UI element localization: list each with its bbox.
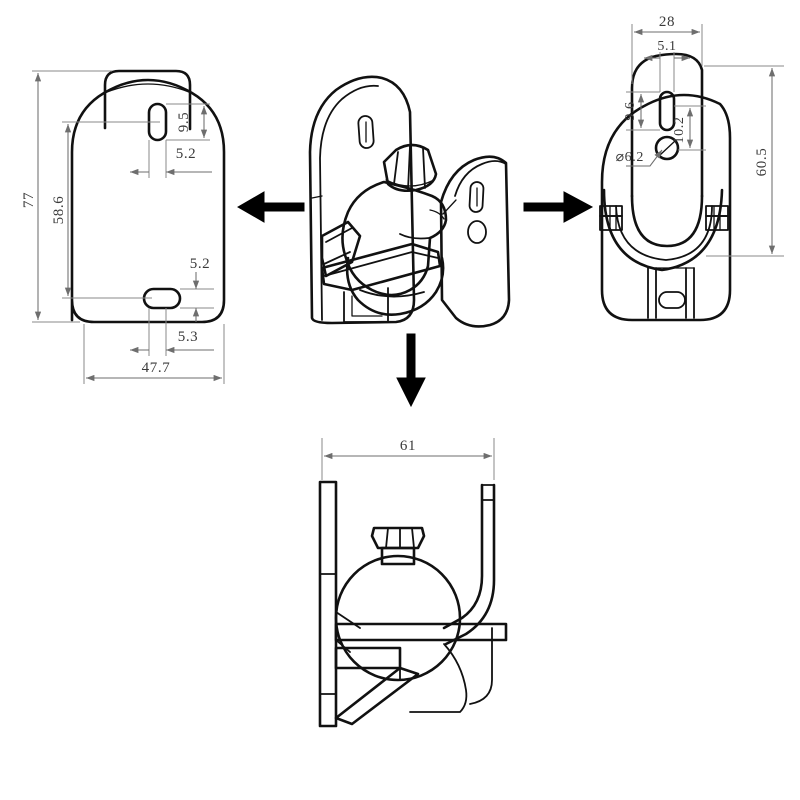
dim-rear-slot-to-hole: 10.2 bbox=[672, 105, 706, 151]
side-hook-arm bbox=[442, 483, 496, 646]
iso-bracket-arm-edge bbox=[323, 227, 353, 265]
arrow-to-side-icon bbox=[396, 333, 426, 408]
dim-front-slot-bot-height: 5.2 bbox=[180, 256, 214, 322]
iso-ball-cap bbox=[382, 143, 438, 193]
dim-label-77: 77 bbox=[21, 192, 37, 208]
dim-rear-height-overall: 60.5 bbox=[704, 65, 784, 257]
side-back-plate bbox=[469, 627, 493, 705]
dim-label-5-2-bottom: 5.2 bbox=[190, 256, 211, 272]
side-skirt bbox=[409, 643, 468, 713]
arrow-to-front-icon bbox=[236, 191, 305, 223]
side-lower-wedge bbox=[334, 666, 420, 726]
iso-speaker-plate-slot bbox=[468, 181, 485, 213]
iso-wall-plate-edge-lower bbox=[311, 195, 323, 199]
iso-bracket-arm bbox=[320, 220, 362, 278]
arrow-to-rear-icon bbox=[523, 191, 594, 223]
iso-lower-frame bbox=[343, 287, 389, 323]
dim-label-5-1: 5.1 bbox=[657, 39, 676, 54]
iso-speaker-plate bbox=[439, 155, 511, 328]
iso-ball-neck bbox=[429, 209, 445, 220]
iso-wall-plate-edge bbox=[319, 84, 379, 321]
dim-label-10-2: 10.2 bbox=[672, 117, 687, 144]
iso-bracket-bar-edge bbox=[323, 251, 439, 277]
rear-plate-hole bbox=[654, 135, 680, 161]
iso-lower-frame-inner bbox=[351, 295, 383, 317]
dim-rear-slot-height: 9.6 bbox=[623, 91, 660, 131]
dim-label-9-5: 9.5 bbox=[176, 112, 192, 133]
iso-ball-lower-edge bbox=[359, 289, 425, 298]
side-ball bbox=[334, 554, 462, 682]
dim-label-5-3: 5.3 bbox=[178, 329, 199, 345]
isometric-view bbox=[308, 75, 511, 328]
dim-front-slot-top-width: 5.2 bbox=[130, 140, 212, 178]
iso-bracket-bar bbox=[320, 242, 442, 292]
dim-label-5-2-top: 5.2 bbox=[176, 146, 197, 162]
rear-clamp-right bbox=[705, 205, 729, 231]
dim-label-58-6: 58.6 bbox=[51, 196, 67, 225]
iso-plate-slot bbox=[357, 115, 375, 149]
rear-clamp-left bbox=[599, 205, 623, 231]
iso-ball-body bbox=[341, 180, 448, 297]
dim-label-61: 61 bbox=[400, 438, 416, 454]
iso-ball-body-crease bbox=[399, 233, 430, 240]
dim-rear-plate-width: 28 bbox=[631, 14, 703, 84]
dim-side-depth-overall: 61 bbox=[321, 438, 495, 480]
front-top-tab bbox=[103, 69, 192, 131]
dim-label-28: 28 bbox=[659, 14, 675, 30]
rear-mount-plate bbox=[630, 52, 704, 198]
iso-ball-cap-ribs bbox=[393, 145, 426, 191]
iso-ball-cap-base bbox=[385, 179, 435, 187]
dim-label-60-5: 60.5 bbox=[754, 148, 770, 177]
dim-front-height-body: 58.6 bbox=[51, 121, 160, 299]
iso-speaker-plate-hole bbox=[467, 220, 487, 244]
dim-label-9-6: 9.6 bbox=[623, 101, 638, 120]
iso-speaker-plate-edge bbox=[454, 160, 507, 197]
side-ball-cap bbox=[370, 526, 426, 566]
dim-front-slot-top-height: 9.5 bbox=[166, 103, 210, 141]
rear-body-outline bbox=[600, 93, 732, 322]
side-view: 61 bbox=[318, 438, 508, 728]
dim-front-height-overall: 77 bbox=[21, 70, 112, 323]
front-body-crease bbox=[106, 83, 190, 93]
front-view: 77 58.6 9.5 5.2 bbox=[21, 69, 226, 384]
view-arrows bbox=[236, 191, 594, 408]
rear-plate-bottom bbox=[630, 194, 704, 248]
dim-front-width-overall: 47.7 bbox=[83, 324, 225, 384]
rear-cradle-inner bbox=[615, 205, 713, 261]
rear-view: 28 5.1 9.6 10.2 ⌀6.2 bbox=[599, 14, 784, 322]
dim-front-slot-bot-width: 5.3 bbox=[130, 308, 214, 356]
dim-rear-hole-diameter: ⌀6.2 bbox=[616, 149, 663, 167]
dim-rear-slot-width: 5.1 bbox=[644, 39, 690, 92]
iso-wall-plate bbox=[308, 75, 416, 325]
rear-bottom-bracket bbox=[647, 267, 695, 319]
dim-label-47-7: 47.7 bbox=[142, 360, 171, 376]
dim-label-dia-6-2: ⌀6.2 bbox=[616, 150, 644, 165]
rear-plate-slot bbox=[658, 90, 676, 132]
front-body-outline bbox=[70, 78, 226, 324]
side-wall-plate bbox=[318, 480, 338, 728]
rear-hole-hatch bbox=[659, 140, 676, 156]
